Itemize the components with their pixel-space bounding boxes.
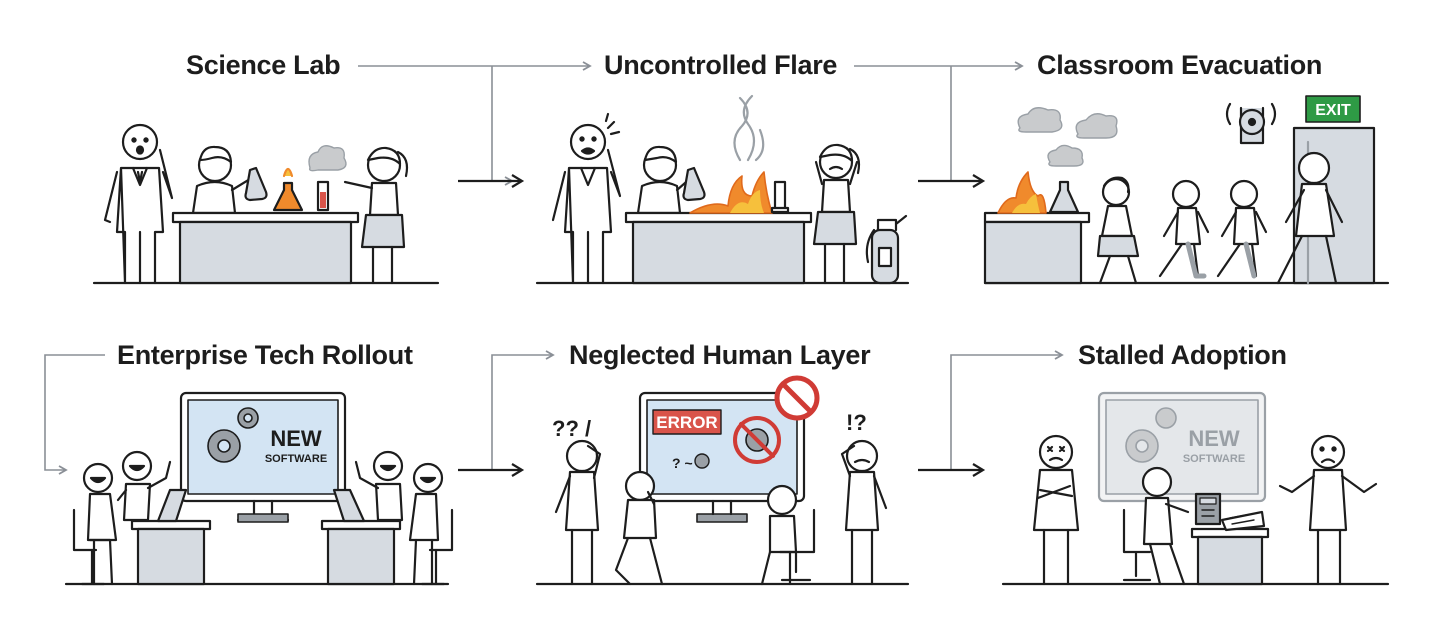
evacuating-student-3 (1216, 179, 1268, 279)
student-girl-figure (343, 146, 409, 285)
faded-monitor (1097, 391, 1267, 503)
happy-employee-left-2 (116, 450, 172, 522)
faded-monitor-subtitle-software: SOFTWARE (1183, 453, 1245, 465)
table-fire-icon (997, 171, 1047, 214)
flask-held-icon (244, 166, 268, 202)
screen-question-marks: ? ~ (672, 455, 693, 471)
happy-employee-right-2 (408, 462, 454, 586)
calculator-icon (1194, 492, 1222, 526)
confused-marks-right: !? (846, 410, 867, 435)
sitting-person-chair (760, 484, 816, 586)
evacuating-student-2 (1158, 179, 1210, 279)
monitor-title-new: NEW (270, 426, 322, 451)
student-boy-figure (191, 145, 257, 215)
confused-marks-left: ?? / (552, 416, 591, 441)
desk (1190, 527, 1270, 586)
connector-bottom-1 (44, 354, 105, 475)
desk-left (130, 519, 212, 586)
exit-sign-label: EXIT (1315, 102, 1351, 119)
panel-stalled-adoption: NEW SOFTWARE (1001, 391, 1390, 586)
student-boy-figure (636, 145, 695, 215)
exit-sign: EXIT (1305, 95, 1361, 123)
happy-employee-right-1 (354, 450, 404, 522)
gear-icon (207, 407, 259, 463)
prohibit-sign-icon (774, 375, 820, 421)
panel-title-classroom-evacuation: Classroom Evacuation (1037, 50, 1323, 80)
error-badge: ERROR (652, 409, 722, 435)
lab-table (624, 211, 813, 285)
test-tube-icon (308, 145, 347, 212)
laptop-left-icon (156, 488, 188, 523)
panel-classroom-evacuation: EXIT (983, 95, 1390, 285)
confused-person-right (840, 439, 888, 586)
connector-bottom-2 (491, 350, 555, 470)
lab-table (171, 211, 360, 285)
panel-science-lab (92, 123, 440, 285)
panel-title-neglected-human-layer: Neglected Human Layer (569, 340, 871, 370)
large-fire-icon (689, 171, 773, 214)
smoke-clouds (1017, 107, 1118, 167)
smoke-plume (733, 94, 765, 162)
blocked-gear-icon (733, 416, 781, 464)
alarm-bell-icon (1225, 102, 1277, 145)
connector-top-1-branch (491, 66, 514, 186)
panel-enterprise-tech-rollout: NEW SOFTWARE (64, 391, 454, 586)
laptop-right-icon (332, 488, 366, 523)
connector-top-2-branch (950, 66, 968, 182)
confused-person-left (554, 439, 602, 586)
test-tube-icon (770, 180, 790, 214)
paper-stack-icon (1220, 510, 1266, 532)
flask-on-table-icon (1048, 180, 1080, 214)
evacuating-student-1 (1096, 176, 1140, 285)
faded-gear-icon (1125, 407, 1177, 463)
happy-employee-left-1 (72, 462, 118, 586)
desk-worker-person (1122, 466, 1190, 586)
shrugging-person (1278, 434, 1378, 586)
lab-table (983, 211, 1091, 285)
panel-title-uncontrolled-flare: Uncontrolled Flare (604, 50, 838, 80)
connector-bottom-3 (950, 350, 1064, 470)
desk-right (320, 519, 402, 586)
panel-title-science-lab: Science Lab (186, 50, 341, 80)
frustrated-person-arms-crossed (1032, 434, 1080, 586)
panel-title-enterprise-tech-rollout: Enterprise Tech Rollout (117, 340, 413, 370)
panel-uncontrolled-flare (535, 94, 910, 285)
crouching-person (614, 470, 664, 586)
teacher-figure (103, 123, 174, 285)
faded-monitor-title-new: NEW (1188, 426, 1240, 451)
flow-arrows (458, 174, 986, 477)
evacuating-student-4 (1276, 151, 1344, 285)
flask-held-icon (682, 166, 706, 202)
small-gear-icon (694, 453, 710, 469)
student-girl-alarmed (812, 143, 861, 285)
orange-flask-icon (272, 167, 304, 212)
panel-neglected-human-layer: ERROR ? ~ ?? / !? (535, 375, 910, 586)
monitor-subtitle-software: SOFTWARE (265, 453, 327, 465)
teacher-figure-alarmed (551, 112, 622, 285)
panel-title-stalled-adoption: Stalled Adoption (1078, 340, 1287, 370)
error-badge-label: ERROR (656, 413, 717, 432)
fire-extinguisher-icon (865, 214, 908, 285)
